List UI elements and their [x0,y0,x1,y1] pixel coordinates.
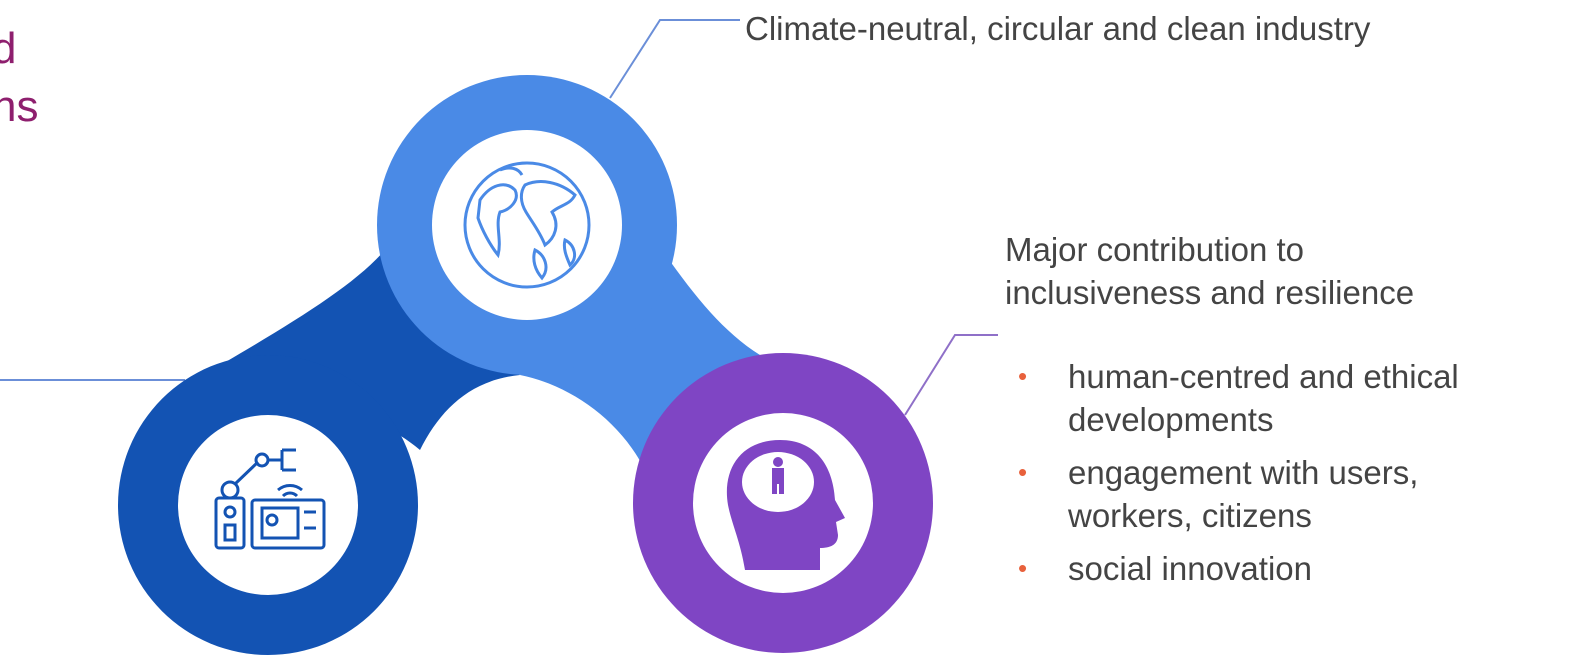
connector-line-head [904,334,998,416]
title-fragment: d ns [0,20,38,136]
connector-line-globe [609,19,740,99]
head-bullet-list: • human-centred and ethical developments… [1018,355,1459,600]
bullet-dot: • [1018,457,1028,487]
globe-inner-circle [432,130,622,320]
title-fragment-line-2: ns [0,82,39,131]
head-label: Major contribution to inclusiveness and … [1005,228,1414,314]
bridge-globe-head [520,240,760,470]
bullet-item: • social innovation [1018,547,1459,590]
globe-label: Climate-neutral, circular and clean indu… [745,10,1371,47]
bullet-line: engagement with users, [1068,454,1419,491]
human-head-icon [726,440,845,570]
title-fragment-line-1: d [0,24,17,73]
head-label-line-1: Major contribution to [1005,231,1304,268]
bullet-line: human-centred and ethical [1068,358,1459,395]
head-label-line-2: inclusiveness and resilience [1005,274,1415,311]
bullet-dot: • [1018,361,1028,391]
bullet-line: developments [1068,401,1274,438]
robot-inner-circle [178,415,358,595]
bullet-line: workers, citizens [1068,497,1312,534]
robot-arm-icon [214,448,326,550]
bullet-line: social innovation [1068,550,1312,587]
globe-icon [463,161,591,289]
bullet-item: • engagement with users, workers, citize… [1018,451,1459,537]
bullet-item: • human-centred and ethical developments [1018,355,1459,441]
bullet-dot: • [1018,553,1028,583]
